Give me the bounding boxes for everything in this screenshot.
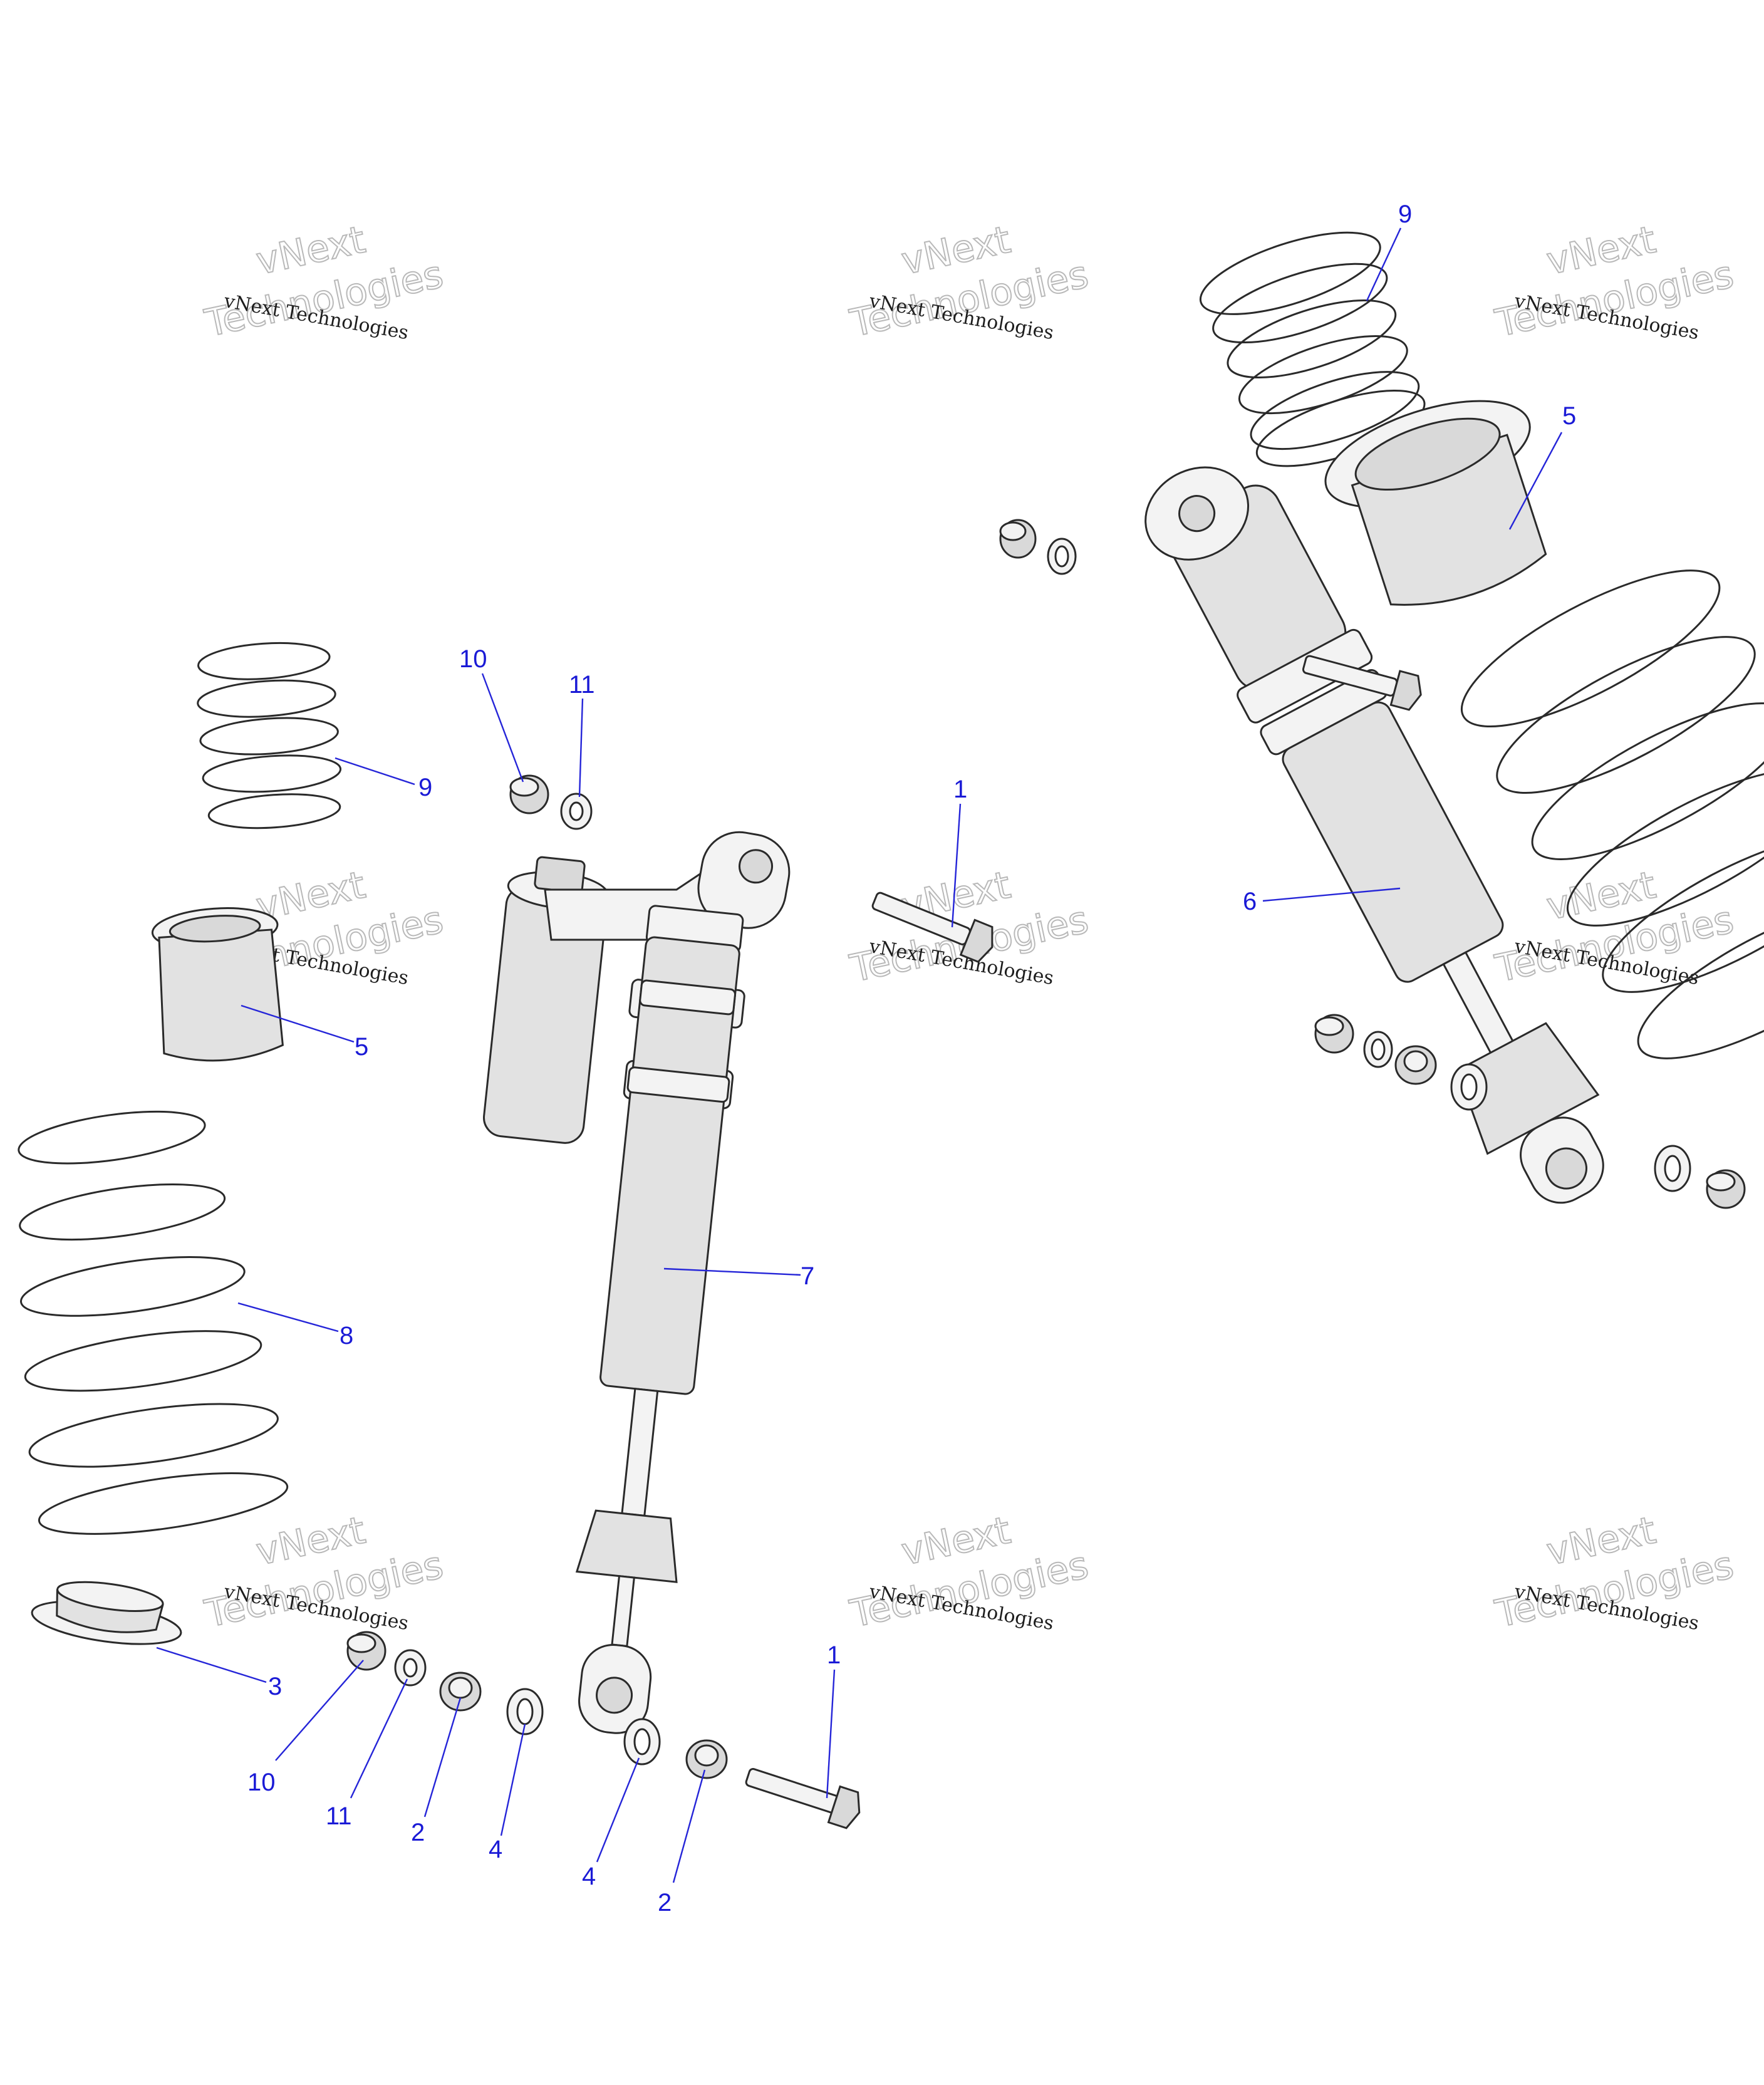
spacer-right-mid	[1394, 1045, 1437, 1085]
callout-1-top: 1	[953, 776, 967, 803]
leader-1-top	[951, 803, 962, 928]
callout-labels: 9 5 6 10 11 9 1 5 7 8 3 1 10 11 2 4 4 2	[247, 200, 1576, 1916]
callout-10-bottom: 10	[247, 1769, 276, 1796]
leader-9-left	[335, 757, 415, 786]
watermark: vNext Technologies vNext Technologies	[846, 1508, 1093, 1637]
bolt-1-top	[871, 892, 994, 964]
callout-1-bottom: 1	[827, 1641, 841, 1669]
leader-2-right	[672, 1769, 706, 1883]
leader-5-right	[1508, 432, 1563, 530]
leader-5-left	[241, 1004, 355, 1043]
washer-4-right	[623, 1718, 661, 1765]
nut-10-top	[509, 774, 549, 814]
callout-5-right: 5	[1562, 402, 1576, 430]
callout-3: 3	[268, 1673, 282, 1700]
callout-11-top: 11	[569, 671, 595, 699]
watermark: vNext Technologies vNext Technologies	[1491, 217, 1738, 346]
callout-8: 8	[340, 1322, 353, 1349]
callout-6: 6	[1243, 888, 1257, 915]
watermark: vNext Technologies vNext Technologies	[1491, 863, 1738, 992]
leader-lines	[156, 227, 1563, 1883]
leader-10-bottom	[275, 1660, 364, 1761]
bump-stop-5-left	[151, 907, 284, 1062]
callout-11-bottom: 11	[326, 1802, 352, 1830]
leader-2-left	[423, 1697, 462, 1817]
shock-absorber-6	[1144, 466, 1604, 1204]
leader-8	[237, 1302, 339, 1333]
callout-4-right: 4	[582, 1863, 596, 1890]
callout-5-left: 5	[355, 1033, 368, 1061]
left-assembly	[18, 642, 994, 1829]
spacer-2-left	[439, 1672, 482, 1712]
spring-9-left	[197, 642, 342, 829]
nut-right-low	[1706, 1169, 1746, 1209]
leader-10-top	[481, 673, 524, 783]
leader-11-bottom	[350, 1678, 408, 1799]
watermark: vNext Technologies vNext Technologies	[200, 217, 448, 346]
washer-11-top	[560, 793, 593, 830]
washer-right-low	[1654, 1145, 1691, 1192]
watermark: vNext Technologies vNext Technologies	[1491, 1508, 1738, 1637]
callout-4-left: 4	[489, 1836, 502, 1863]
callout-9-left: 9	[418, 774, 432, 801]
nut-right-mid	[1314, 1014, 1354, 1054]
watermark: vNext Technologies vNext Technologies	[846, 217, 1093, 346]
bump-stop-5-right	[1324, 400, 1547, 606]
leader-4-left	[500, 1724, 526, 1836]
leader-11-top	[578, 698, 584, 798]
bolt-right-upper	[1302, 655, 1422, 711]
leader-9-right	[1366, 227, 1402, 301]
leader-6	[1262, 887, 1401, 902]
right-assembly	[999, 231, 1764, 1209]
callout-2-right: 2	[658, 1889, 672, 1916]
callout-7: 7	[801, 1262, 814, 1290]
washer-11-bottom	[394, 1649, 427, 1687]
callout-2-left: 2	[411, 1819, 425, 1846]
callout-9-right: 9	[1398, 200, 1412, 228]
shock-body	[575, 905, 745, 1734]
washer-right-mid-1	[1363, 1031, 1393, 1068]
spring-8	[18, 1110, 289, 1535]
shock-absorber-7	[483, 831, 791, 1734]
bolt-1-bottom	[745, 1768, 861, 1829]
washer-right-mid-2	[1450, 1063, 1488, 1111]
callout-10-top: 10	[459, 645, 487, 673]
leader-4-right	[596, 1757, 640, 1863]
leader-7	[663, 1267, 801, 1276]
spring-seat-3	[31, 1581, 182, 1645]
watermark: vNext Technologies vNext Technologies	[200, 1508, 448, 1637]
nut-right-top	[999, 519, 1037, 559]
spacer-2-right	[685, 1739, 728, 1779]
washer-right-top	[1047, 538, 1077, 575]
spring-8-right	[1460, 569, 1764, 1059]
leader-1-bottom	[826, 1669, 836, 1799]
nut-10-bottom	[346, 1631, 387, 1671]
leader-3	[156, 1646, 267, 1683]
